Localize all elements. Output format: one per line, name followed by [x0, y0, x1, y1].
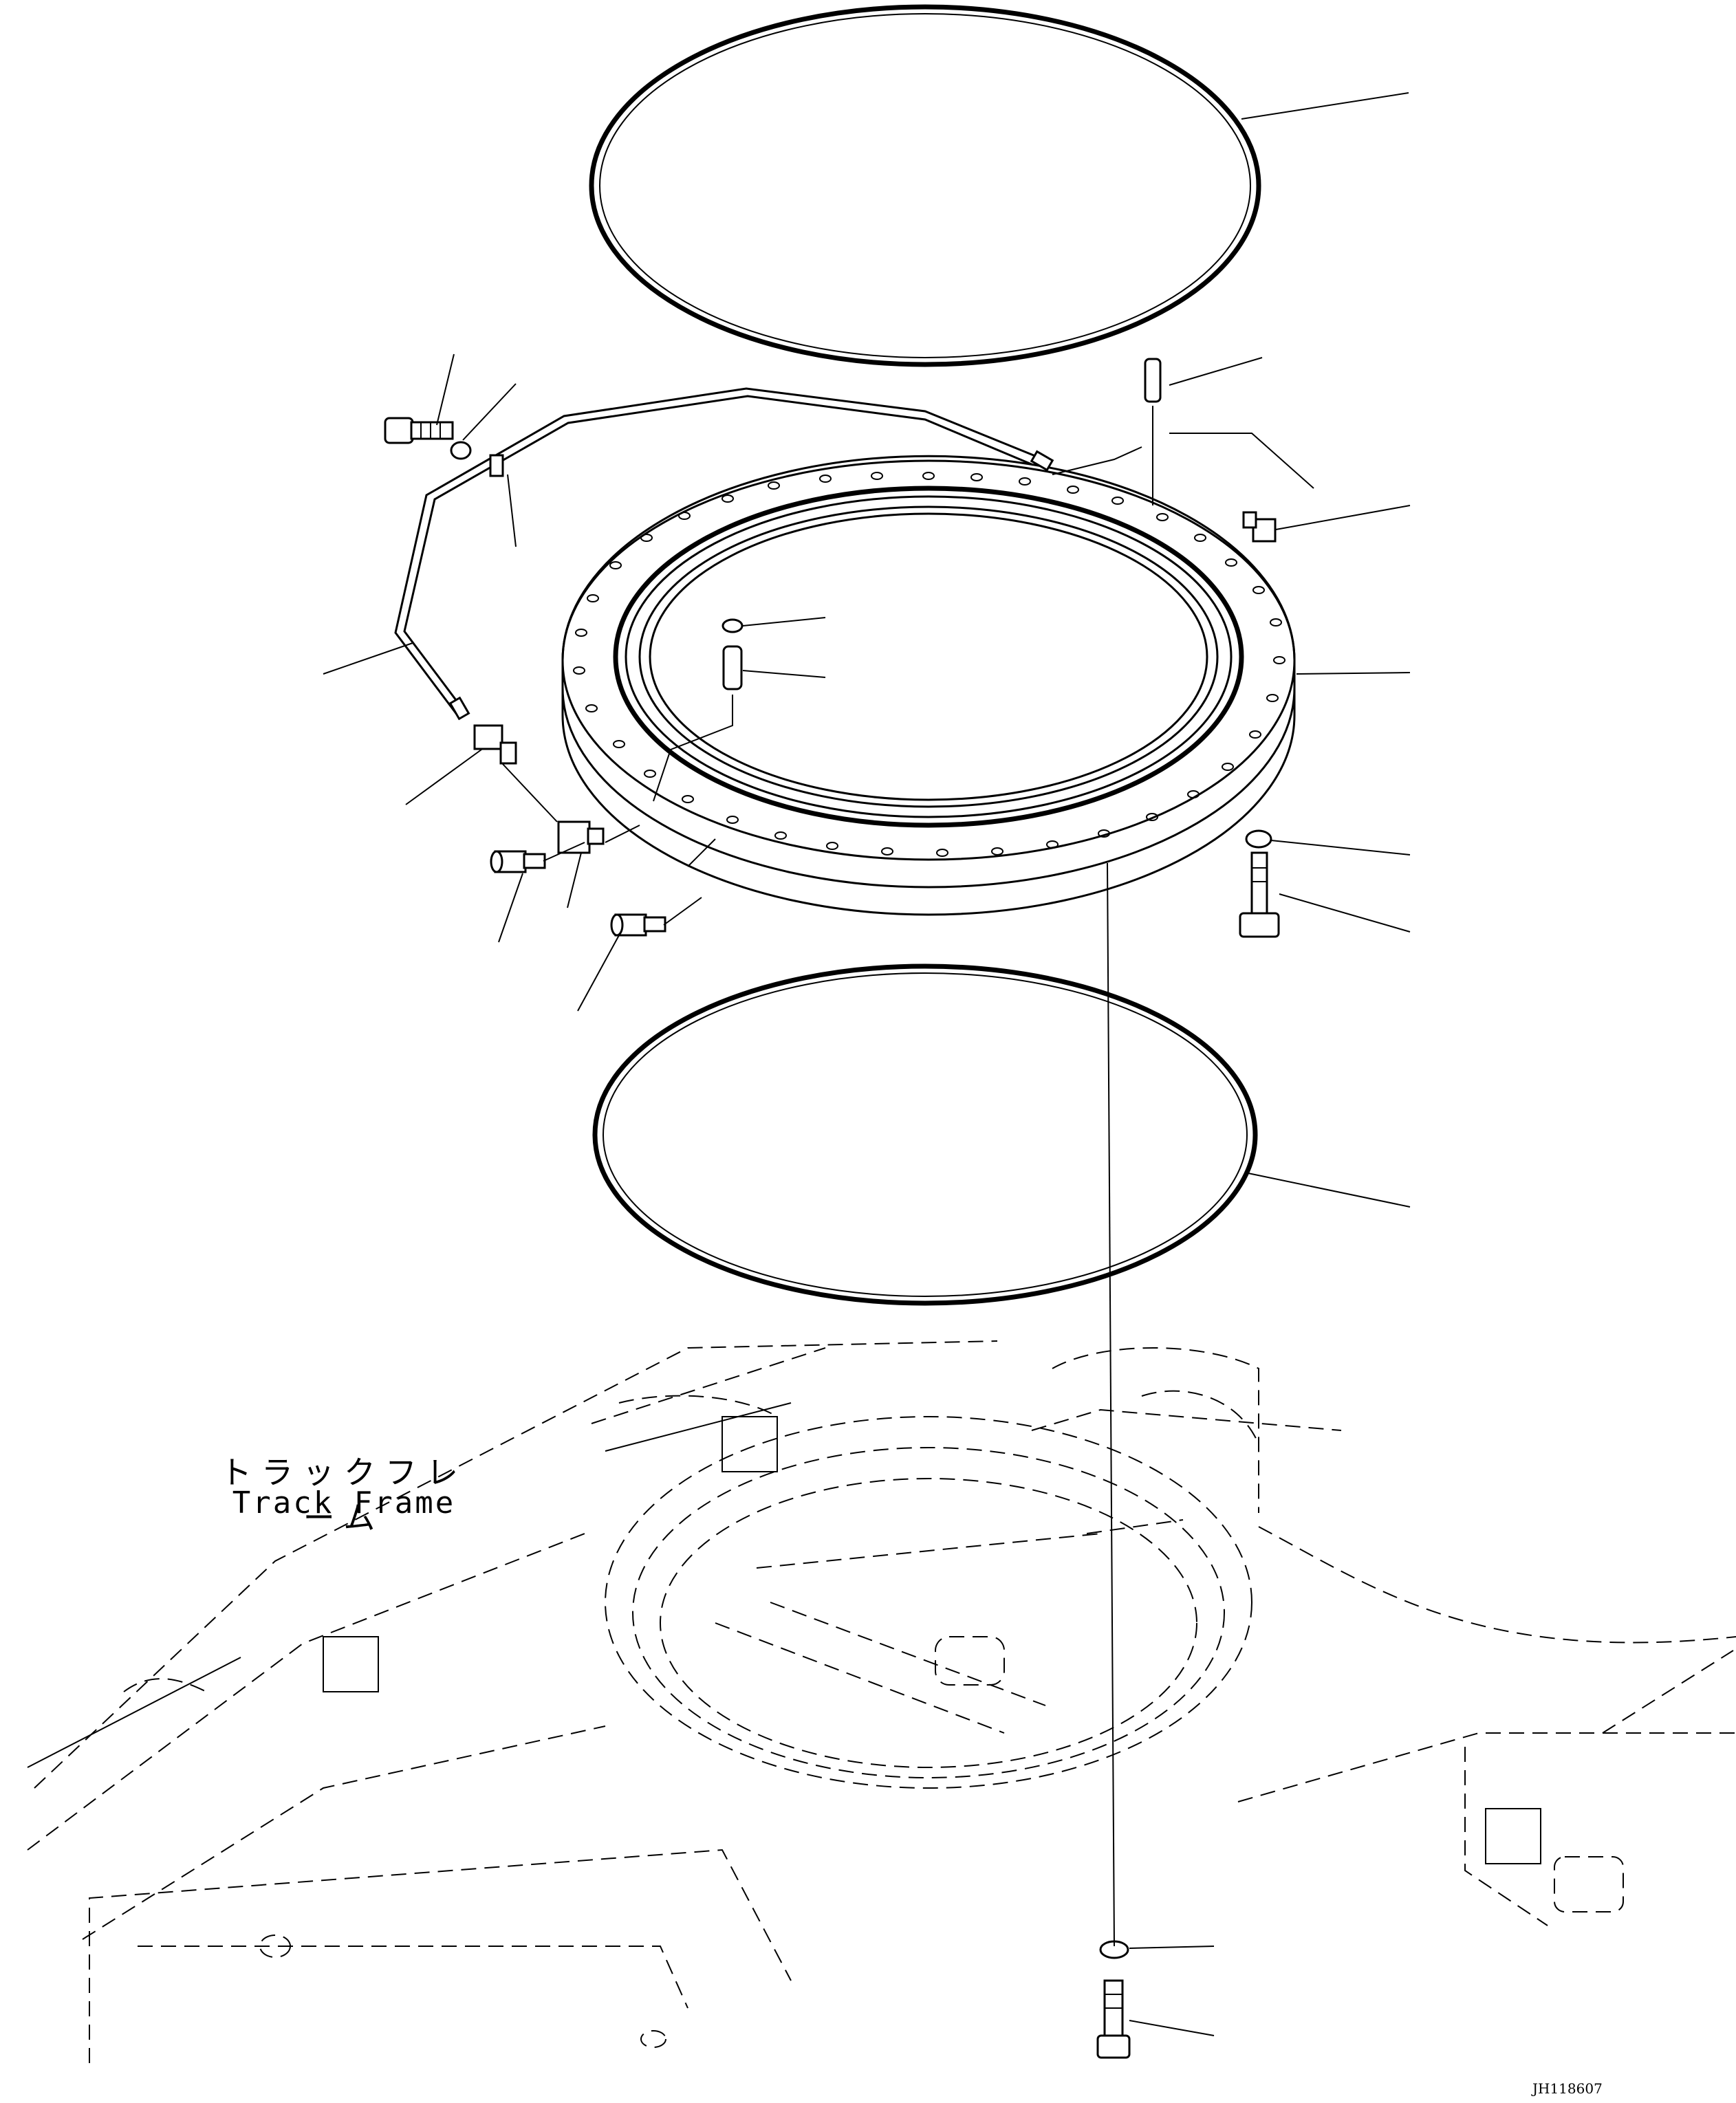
grease-nipple-left	[490, 850, 546, 873]
track-frame-label-jp: トラックフレーム	[220, 1454, 468, 1536]
assembly-guide-lines	[501, 406, 1314, 1947]
bearing-washer-right	[1245, 829, 1272, 849]
drawing-id: JH118607	[1532, 2080, 1603, 2097]
leader-lines	[323, 92, 1411, 2036]
bearing-bolt-right	[1239, 851, 1280, 938]
pipe-clamp-bolt	[384, 417, 454, 444]
track-frame-label-en: Track Frame	[232, 1485, 456, 1521]
track-frame-pads	[27, 1402, 1541, 1864]
swing-circle-bearing	[561, 455, 1296, 916]
clamp-washer	[450, 441, 472, 460]
frame-bolt	[1096, 1979, 1131, 2059]
grease-nipple-lower	[610, 913, 666, 937]
elbow-fitting-right	[1242, 511, 1277, 543]
dowel-pin-top	[1144, 358, 1162, 403]
lower-seal-ring	[592, 963, 1258, 1306]
track-frame-outline	[27, 1340, 1736, 2063]
bearing-bolt-holes	[573, 472, 1285, 857]
upper-seal-ring	[589, 4, 1261, 367]
elbow-fitting-left	[557, 820, 605, 854]
dowel-pin-inner	[721, 618, 744, 690]
grease-pipe	[394, 387, 1054, 721]
tee-fitting	[473, 724, 517, 765]
